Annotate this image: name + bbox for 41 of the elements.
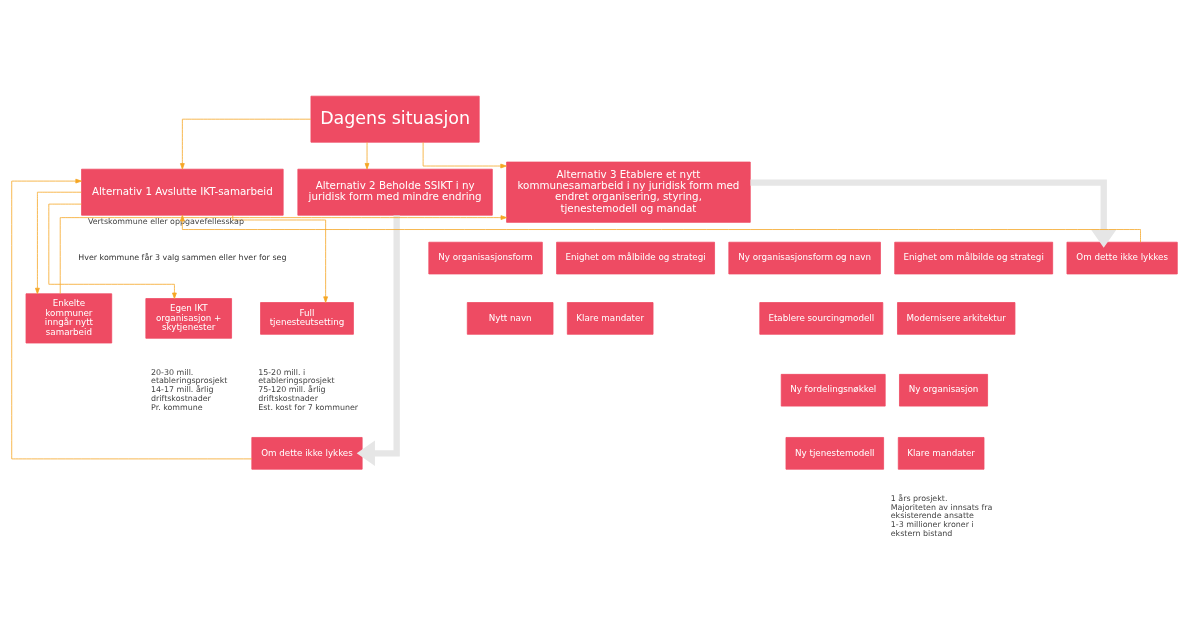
node-box: Enighet om målbilde og strategi (556, 241, 715, 274)
arrow (356, 214, 400, 466)
node-box: Modernisere arkitektur (897, 301, 1016, 335)
node-box: Nytt navn (466, 301, 554, 335)
node-box: Dagens situasjon (310, 95, 480, 143)
node-box: Om dette ikke lykkes (251, 436, 363, 470)
arrow (11, 178, 253, 459)
node-box: Full tjenesteutsetting (260, 301, 354, 335)
node-box: Alternativ 2 Beholde SSIKT i ny juridisk form med mindre endring (297, 168, 493, 216)
node-label: 14-17 mill. årlig driftskostnader (151, 384, 214, 403)
arrow (48, 203, 177, 299)
arrow (422, 141, 507, 168)
arrow (59, 214, 507, 294)
node-box: Ny fordelingsnøkkel (780, 373, 886, 406)
node-box: Enighet om målbilde og strategi (894, 241, 1054, 274)
node-box: Ny organisasjonsform og navn (728, 241, 881, 274)
node-box: Ny organisasjon (899, 373, 988, 406)
arrow (750, 179, 1117, 248)
node-label: 1 års prosjekt. (890, 493, 948, 503)
node-label: Est. kost for 7 kommuner (258, 402, 359, 412)
arrow (364, 141, 370, 169)
node-box: Ny organisasjonsform (428, 241, 543, 274)
node-label: 15-20 mill. i etableringsprosjekt (258, 367, 335, 385)
node-label: 20-30 mill. etableringsprosjekt (151, 367, 228, 385)
label: Hver kommune får 3 valg sammen eller hver for seg (78, 252, 287, 262)
node-box: Alternativ 3 Etablere et nytt kommunesamarbeid i ny juridisk form med endret organisering, styring, tjenestemodell og mandat (506, 161, 751, 223)
arrow (180, 118, 312, 169)
node-box: Ny tjenestemodell (785, 436, 884, 470)
node-label: Majoriteten av innsats fra eksisterende ansatte (890, 502, 993, 520)
node-box: Alternativ 1 Avslutte IKT-samarbeid (81, 168, 284, 216)
node-box: Klare mandater (897, 436, 985, 470)
arrow (232, 214, 328, 303)
node-label: 75-120 mill. årlig driftskostnader (258, 384, 326, 403)
node-box: Etablere sourcingmodell (759, 301, 884, 335)
node-box: Egen IKT organisasjon + skytjenester (145, 297, 232, 339)
node-label: 1-3 millioner kroner i ekstern bistand (890, 519, 974, 538)
arrow (35, 191, 82, 294)
node-box: Enkelte kommuner inngår nytt samarbeid (25, 292, 113, 343)
node-label: Pr. kommune (151, 402, 203, 412)
node-box: Klare mandater (566, 301, 654, 335)
node-box: Om dette ikke lykkes (1066, 241, 1178, 274)
